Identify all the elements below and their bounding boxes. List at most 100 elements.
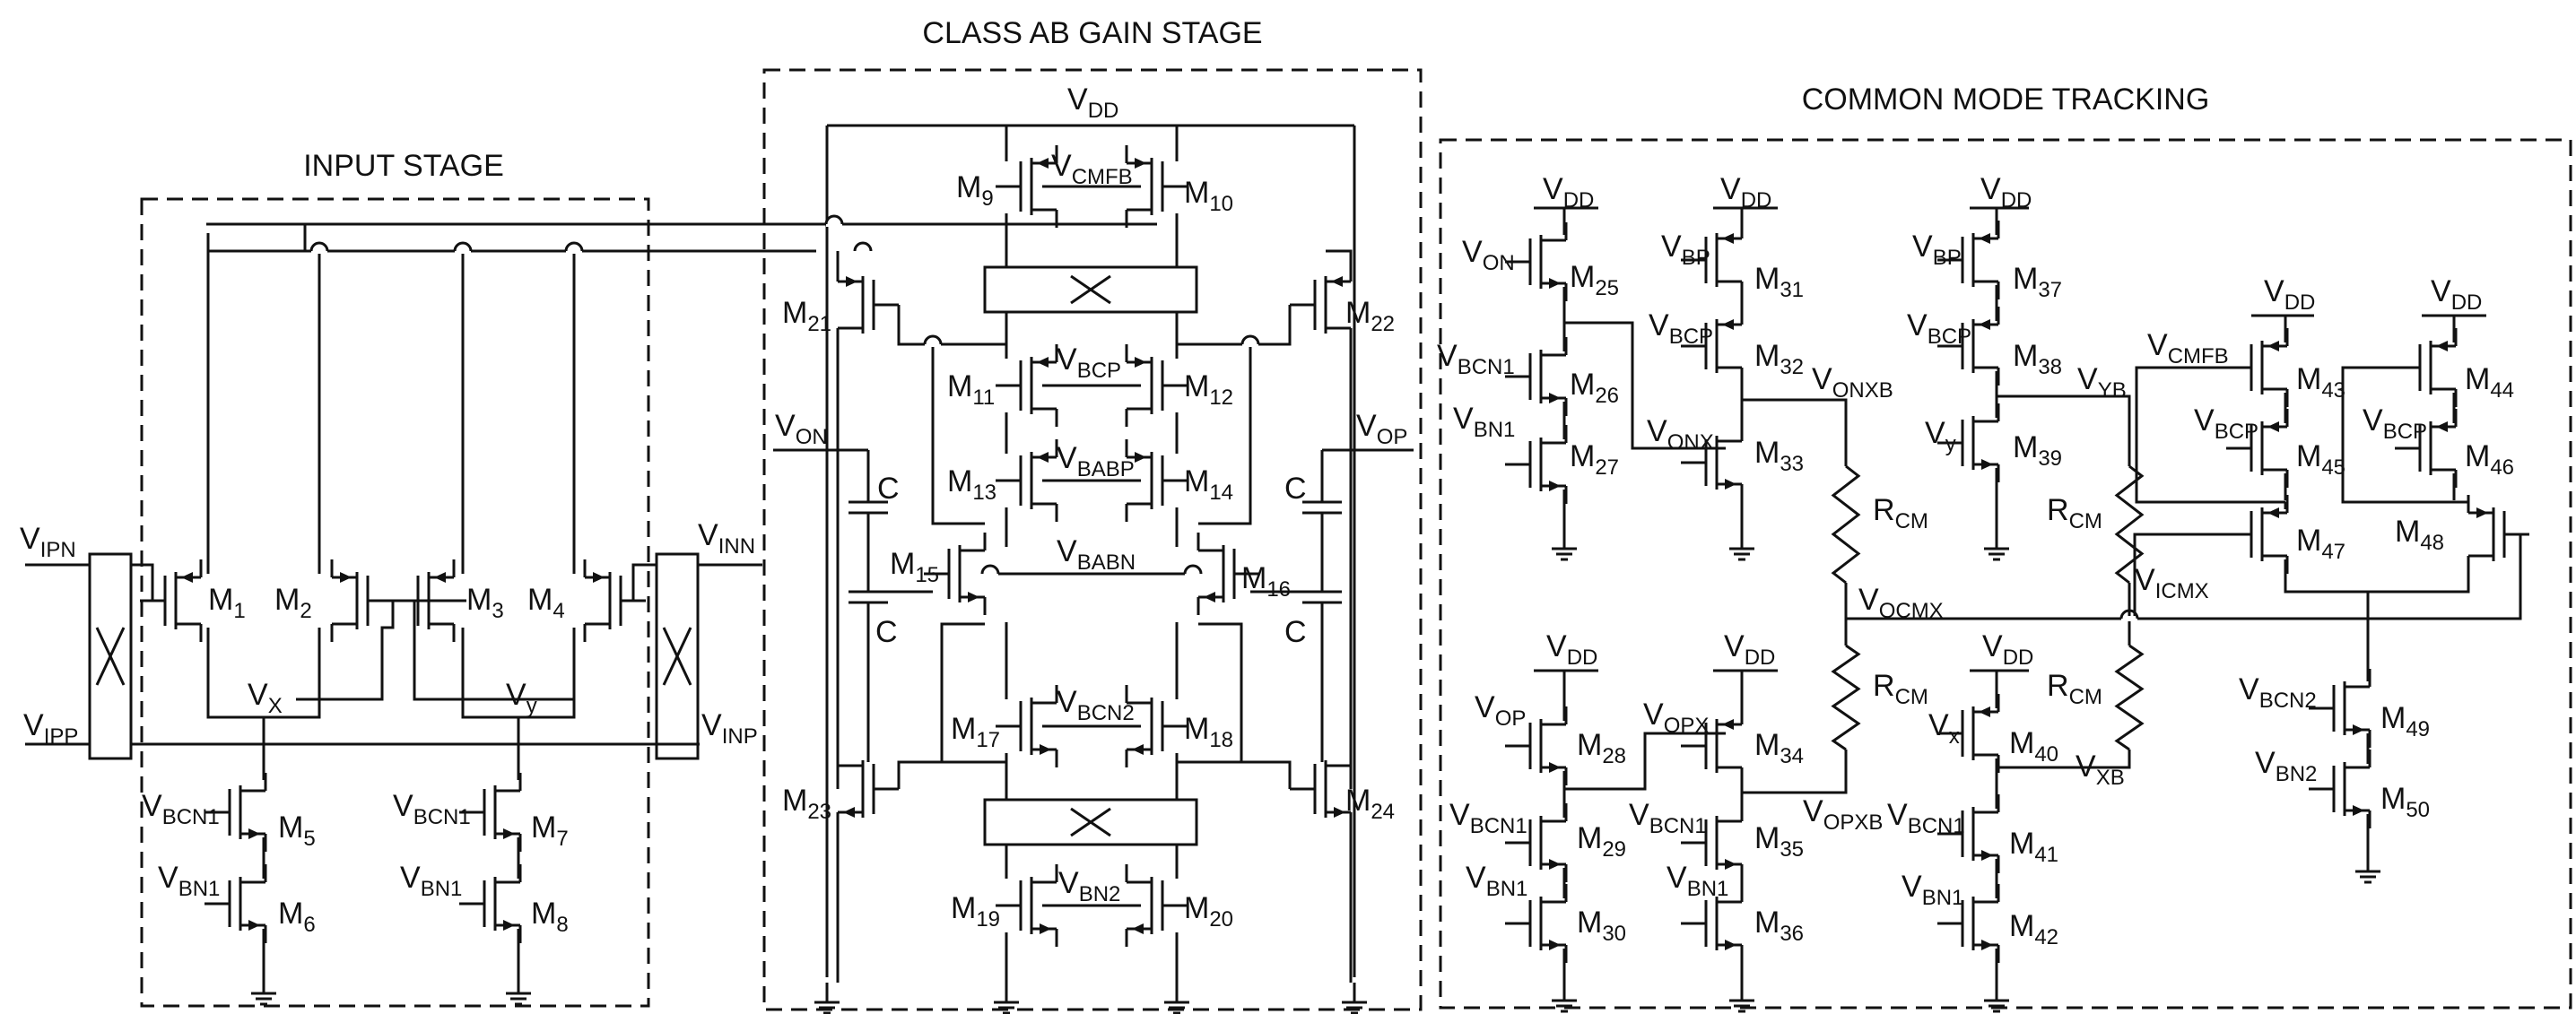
transistor-label-m29: M29 <box>1577 821 1626 862</box>
ground-symbol <box>506 974 531 1006</box>
wire <box>131 563 154 592</box>
transistor-label-m5: M5 <box>278 810 316 851</box>
transistor-label-m31: M31 <box>1754 262 1804 302</box>
transistor-label-m18: M18 <box>1184 712 1233 752</box>
transistor-symbol <box>1937 221 2000 299</box>
transistor-label-m44: M44 <box>2465 362 2514 403</box>
transistor-symbol <box>1681 221 1744 299</box>
ground-symbol <box>1984 529 2009 561</box>
transistor-symbol <box>140 559 203 642</box>
transistor-label-m7: M7 <box>531 810 569 851</box>
wire-crossing <box>309 241 329 254</box>
node-label-vdd: VDD <box>1724 629 1775 670</box>
transistor-symbol <box>2467 495 2529 574</box>
transistor-symbol <box>2309 669 2371 748</box>
wire <box>2133 533 2226 619</box>
wire-crossing <box>923 334 943 347</box>
transistor-symbol <box>459 864 522 943</box>
section-title-input: INPUT STAGE <box>303 149 504 183</box>
wire <box>1997 394 2131 466</box>
wire <box>2135 534 2522 620</box>
node-label-vbn1: VBN1 <box>1902 870 1963 910</box>
transistor-symbol <box>2395 409 2458 488</box>
node-label-vdd: VDD <box>1720 172 1771 212</box>
node-label-vipn: VIPN <box>20 522 76 562</box>
node-label-vbn2: VBN2 <box>1058 866 1120 906</box>
ground-symbol <box>1729 981 1754 1013</box>
node-label-vbn2: VBN2 <box>2255 746 2317 786</box>
node-label-vbcn1: VBCN1 <box>1629 798 1707 838</box>
transistor-symbol <box>1505 884 1568 963</box>
gain-stage-box <box>762 68 1423 1011</box>
transistor-label-m8: M8 <box>531 897 569 937</box>
transistor-label-m14: M14 <box>1184 464 1233 505</box>
transistor-symbol <box>1681 307 1744 386</box>
transistor-symbol <box>924 533 987 615</box>
transistor-symbol <box>2395 328 2458 407</box>
node-label-vopx: VOPX <box>1643 698 1709 738</box>
transistor-label-m33: M33 <box>1754 436 1804 476</box>
transistor-symbol <box>205 773 267 852</box>
wire <box>1564 321 1726 450</box>
node-label-vop: VOP <box>1475 690 1526 731</box>
transistor-symbol <box>1937 794 2000 873</box>
transistor-symbol <box>2226 328 2289 407</box>
transistor-symbol <box>2226 495 2289 574</box>
transistor-symbol <box>1290 264 1353 346</box>
node-label-vonx: VONX <box>1647 414 1714 455</box>
wire <box>2454 500 2470 509</box>
wire <box>206 249 816 574</box>
node-label-vbn1: VBN1 <box>400 861 462 901</box>
transistor-symbol <box>1937 884 2000 963</box>
capacitor-symbol <box>849 500 888 515</box>
ground-symbol <box>1342 983 1367 1014</box>
node-label-vbcn1: VBCN1 <box>1887 798 1965 838</box>
wire <box>897 760 942 789</box>
node-label-vxb: VXB <box>2076 750 2125 790</box>
transistor-symbol <box>2226 409 2289 488</box>
wire <box>2368 559 2470 594</box>
ground-symbol <box>2355 852 2380 884</box>
transistor-label-m41: M41 <box>2009 827 2058 867</box>
transistor-label-m22: M22 <box>1345 296 1395 336</box>
transistor-label-m36: M36 <box>1754 906 1804 946</box>
node-label-vdd: VDD <box>1067 82 1118 123</box>
transistor-symbol <box>1505 425 1568 504</box>
transistor-label-m49: M49 <box>2380 701 2430 741</box>
transistor-symbol <box>1937 403 2000 482</box>
transistor-label-m43: M43 <box>2296 362 2345 403</box>
node-label-vbn1: VBN1 <box>1466 861 1527 901</box>
node-label-vdd: VDD <box>1980 172 2032 212</box>
transistor-label-m50: M50 <box>2380 782 2430 822</box>
transistor-symbol <box>996 439 1058 522</box>
node-label-vinp: VINP <box>701 708 758 749</box>
transistor-label-m47: M47 <box>2296 524 2345 564</box>
transistor-symbol <box>459 773 522 852</box>
cm-tracking-box <box>1439 138 2572 1010</box>
wire-crossing <box>2119 609 2139 621</box>
node-label-vbabn: VBABN <box>1057 534 1136 575</box>
transistor-symbol <box>1505 803 1568 882</box>
transistor-symbol <box>1681 803 1744 882</box>
transistor-symbol <box>393 559 456 642</box>
wire <box>1250 305 1292 346</box>
wire <box>940 622 1006 764</box>
node-label-vcmfb: VCMFB <box>1051 149 1133 189</box>
node-label-vyy: Vy <box>1925 416 1956 456</box>
transistor-symbol <box>996 145 1058 228</box>
node-label-vdd: VDD <box>2264 274 2315 315</box>
transistor-label-m16: M16 <box>1241 561 1291 602</box>
node-label-vbcn1: VBCN1 <box>393 789 471 829</box>
node-label-vdd: VDD <box>1982 629 2033 670</box>
capacitor-symbol <box>1302 590 1342 604</box>
transistor-label-m6: M6 <box>278 897 316 937</box>
node-label-vbcn2: VBCN2 <box>1057 685 1135 725</box>
node-label-cap: C <box>1284 472 1307 506</box>
transistor-symbol <box>1505 222 1568 301</box>
transistor-symbol <box>1125 864 1188 947</box>
node-label-vopxb: VOPXB <box>1803 794 1883 835</box>
node-label-vbcn1: VBCN1 <box>1437 339 1515 379</box>
node-label-vbcn2: VBCN2 <box>2239 672 2317 713</box>
transistor-symbol <box>1505 337 1568 416</box>
node-label-vbcp: VBCP <box>1057 342 1121 383</box>
